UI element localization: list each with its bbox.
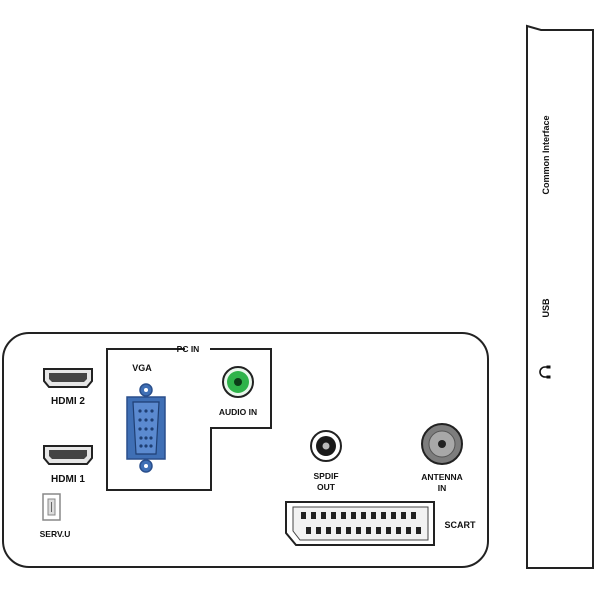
antenna-label-line1: ANTENNA <box>421 472 463 482</box>
rear-panel: PC IN VGA AUDIO IN <box>2 332 489 568</box>
pc-in-label: PC IN <box>177 344 200 354</box>
hdmi1-port[interactable] <box>43 445 93 465</box>
headphone-icon <box>539 365 551 379</box>
scart-port[interactable] <box>285 501 435 546</box>
antenna-label-line2: IN <box>438 483 447 493</box>
audio-in-jack[interactable] <box>222 366 254 398</box>
pc-in-group: PC IN <box>106 344 272 491</box>
scart-pins <box>301 512 421 534</box>
serv-u-label: SERV.U <box>40 529 71 539</box>
scart-label: SCART <box>445 520 477 530</box>
vga-port[interactable] <box>126 383 166 473</box>
spdif-out-jack[interactable] <box>310 430 342 462</box>
spdif-label-line1: SPDIF <box>313 471 338 481</box>
audio-in-label: AUDIO IN <box>219 407 257 417</box>
common-interface-label: Common Interface <box>541 115 551 194</box>
hdmi2-label: HDMI 2 <box>51 396 85 407</box>
antenna-in-jack[interactable] <box>421 423 463 465</box>
spdif-label-line2: OUT <box>317 482 336 492</box>
hdmi1-label: HDMI 1 <box>51 474 85 485</box>
serv-u-port[interactable] <box>42 493 61 521</box>
vga-label: VGA <box>132 363 152 373</box>
side-panel: Common Interface USB <box>526 24 594 569</box>
usb-label: USB <box>541 298 551 318</box>
hdmi2-port[interactable] <box>43 368 93 388</box>
